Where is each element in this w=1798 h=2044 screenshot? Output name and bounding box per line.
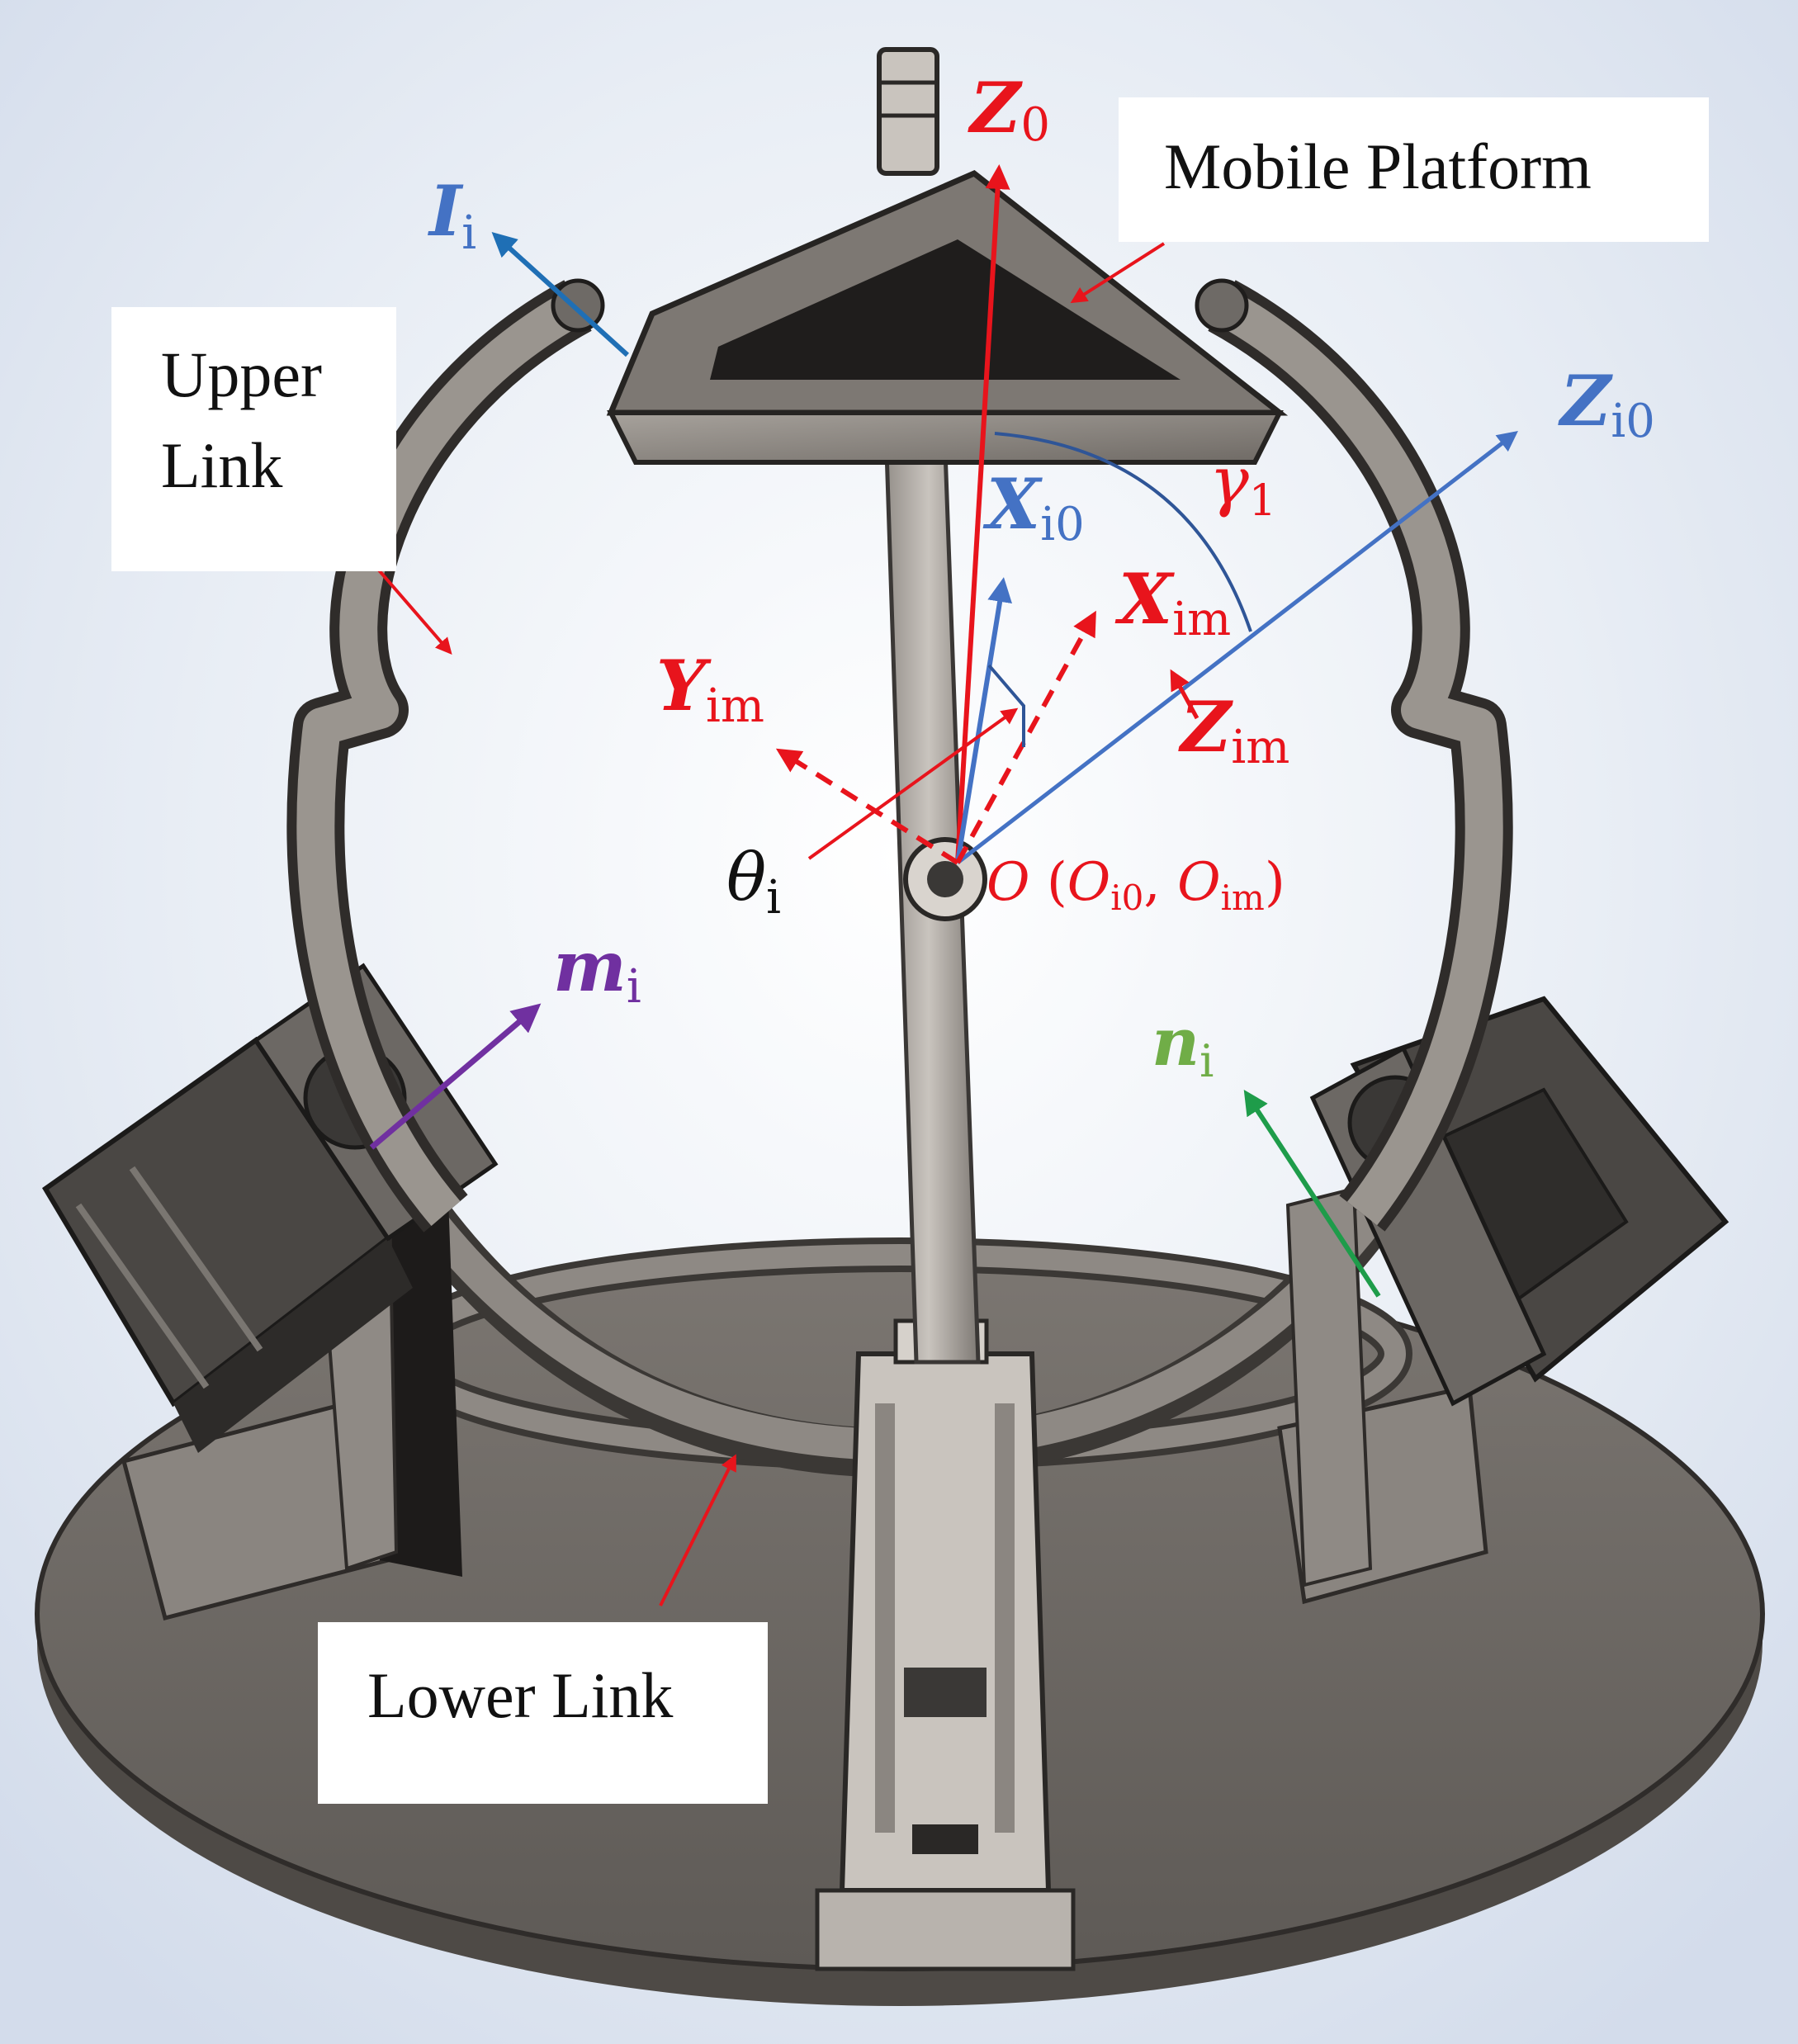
gamma1-arc (994, 432, 1252, 632)
theta-label: θi (726, 839, 781, 925)
mobile-platform (606, 47, 1289, 465)
yim-label: Yim (656, 645, 764, 733)
ni-axis (1243, 1089, 1381, 1298)
upper-link (286, 278, 1513, 1233)
ii-axis (491, 231, 630, 357)
theta-pointer (807, 707, 1019, 860)
lower-link-label: Lower Link (367, 1659, 673, 1731)
mobile-platform-pointer (1070, 242, 1166, 304)
zim-pointer (1170, 669, 1199, 720)
mobile-platform-label-box: Mobile Platform (1119, 97, 1709, 242)
ii-label: Ii (428, 170, 476, 260)
zi0-axis (956, 430, 1518, 864)
lower-link-pointer (659, 1454, 736, 1606)
upper-link-label-line1: Upper (161, 338, 322, 410)
xi0-label: Xi0 (982, 463, 1085, 551)
z0-label: Z0 (968, 67, 1050, 152)
upper-link-label-box: Upper Link (111, 307, 396, 571)
front-motor (815, 1318, 1076, 1971)
xi0-axis (955, 577, 1012, 863)
origin-label: O (Oi0, Oim) (987, 852, 1285, 918)
upper-link-label-line2: Link (161, 429, 282, 501)
theta-arc (987, 664, 1025, 747)
yim-axis (775, 748, 959, 865)
right-motor (1277, 996, 1729, 1605)
lower-link-label-box: Lower Link (318, 1622, 768, 1804)
xim-label: Xim (1114, 558, 1231, 646)
left-motor (42, 963, 499, 1621)
zi0-label: Zi0 (1558, 360, 1655, 448)
mi-label: mi (553, 925, 641, 1014)
mi-axis (369, 1003, 542, 1150)
ni-label: ni (1152, 1003, 1214, 1087)
xim-axis (955, 610, 1096, 864)
gamma1-label: γ1 (1209, 442, 1276, 526)
mobile-platform-label: Mobile Platform (1164, 130, 1592, 202)
zim-label: Zim (1178, 686, 1289, 774)
